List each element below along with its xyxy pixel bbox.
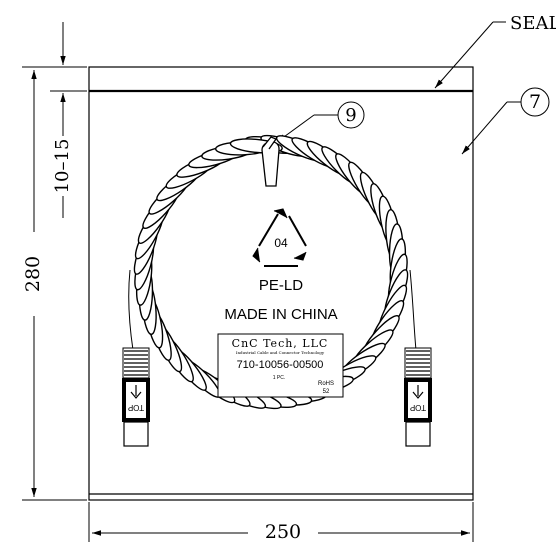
seal-callout-text: SEAL (510, 13, 556, 34)
label-part-number: 710-10056-00500 (237, 359, 324, 371)
label-tagline: Industrial Cable and Connector Technolog… (236, 350, 325, 355)
cable-tie (261, 136, 280, 187)
recycle-arrows-icon (252, 208, 307, 267)
bag (88, 66, 474, 501)
label-rohs-code: 52 (323, 389, 330, 395)
dimension-width (88, 502, 474, 542)
connector-plug (123, 421, 149, 447)
label-company: CnC Tech, LLC (232, 337, 329, 350)
bag-outline (88, 66, 474, 501)
label-quantity: 1 PC. (273, 375, 286, 381)
left-cable-lead (128, 269, 134, 351)
dimension-height (22, 66, 87, 501)
down-arrow-icon (412, 385, 424, 399)
origin-text: MADE IN CHINA (224, 306, 337, 323)
recycle-code: 04 (274, 236, 288, 250)
seal-offset-dimension-text: 10–15 (52, 139, 73, 194)
product-label: CnC Tech, LLC Industrial Cable and Conne… (217, 333, 344, 398)
down-arrow-icon (130, 385, 142, 399)
width-dimension-text: 250 (265, 521, 301, 543)
tie-callout-number: 9 (345, 105, 356, 126)
left-connector: TOP (122, 347, 150, 447)
coiled-cable (128, 134, 417, 410)
height-dimension-text: 280 (22, 256, 44, 292)
dimension-seal-offset (50, 22, 87, 218)
label-rohs: RoHS (318, 381, 334, 387)
bag-callout-number: 7 (529, 91, 541, 113)
seal-callout (434, 21, 506, 89)
right-cable-lead (409, 269, 417, 351)
connector-top-label: TOP (410, 403, 426, 412)
right-connector: TOP (404, 347, 432, 447)
bag-callout (461, 87, 550, 155)
connector-plug (405, 421, 431, 447)
recycle-material: PE-LD (259, 277, 303, 294)
connector-top-label: TOP (128, 403, 144, 412)
